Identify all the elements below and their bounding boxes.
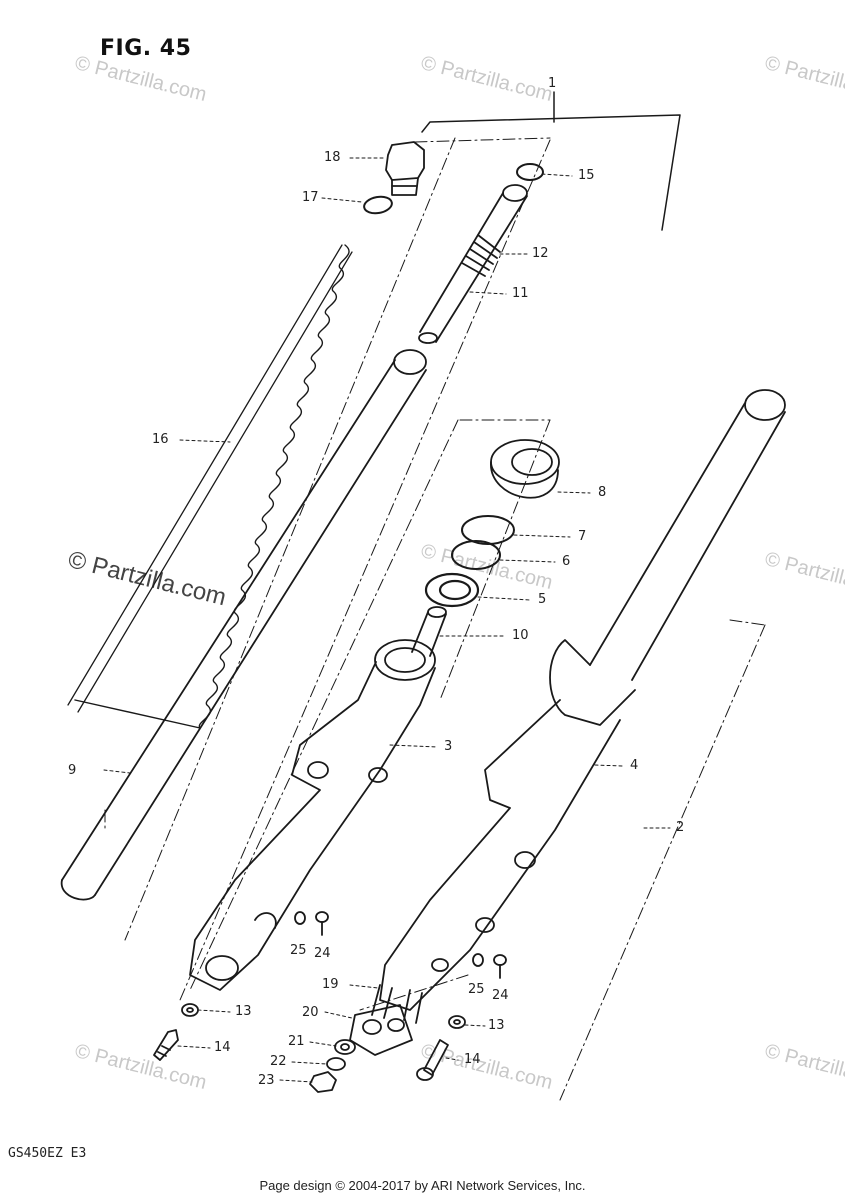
callout-5: 5 — [538, 592, 547, 607]
callout-15: 15 — [578, 168, 595, 183]
figure-title: FIG. 45 — [100, 36, 192, 61]
fork-outer-tube-right — [379, 389, 786, 1011]
callout-24-right: 24 — [492, 988, 509, 1003]
callout-21: 21 — [288, 1034, 305, 1049]
oil-lock-piece — [411, 606, 447, 657]
model-code: GS450EZ E3 — [8, 1146, 87, 1161]
oil-seal — [424, 572, 480, 608]
washer — [334, 1039, 356, 1055]
drain-washer-right — [448, 1015, 466, 1029]
callout-25-left: 25 — [290, 943, 307, 958]
callout-19: 19 — [322, 977, 339, 992]
callout-11: 11 — [512, 286, 529, 301]
callout-22: 22 — [270, 1054, 287, 1069]
callout-10: 10 — [512, 628, 529, 643]
socket-bolt-right — [416, 1039, 449, 1081]
oil-seal-spacer — [451, 540, 501, 570]
page-footer: Page design © 2004-2017 by ARI Network S… — [259, 1178, 586, 1193]
axle-nut — [309, 1071, 337, 1093]
fork-cap-bolt — [385, 141, 425, 196]
leader-lines — [103, 157, 671, 1083]
callout-14-right: 14 — [464, 1052, 481, 1067]
screw-24-left — [315, 911, 329, 936]
callout-4: 4 — [630, 758, 639, 773]
stopper-ring — [461, 515, 515, 545]
callout-17: 17 — [302, 190, 319, 205]
callout-24-left: 24 — [314, 946, 331, 961]
callout-23: 23 — [258, 1073, 275, 1088]
assembly-bracket-1 — [421, 91, 681, 231]
callout-2: 2 — [676, 820, 685, 835]
callout-13-right: 13 — [488, 1018, 505, 1033]
callout-3: 3 — [444, 739, 453, 754]
fork-outer-tube-left — [189, 639, 436, 991]
callout-9: 9 — [68, 763, 77, 778]
callout-12: 12 — [532, 246, 549, 261]
washer-25-right — [472, 953, 484, 967]
callout-14-left: 14 — [214, 1040, 231, 1055]
piston-ring — [516, 163, 544, 181]
o-ring — [363, 195, 393, 215]
damper-rod — [418, 184, 528, 344]
callout-6: 6 — [562, 554, 571, 569]
callout-20: 20 — [302, 1005, 319, 1020]
socket-bolt-left — [153, 1029, 179, 1061]
lock-washer — [326, 1057, 346, 1071]
drain-washer-left — [181, 1003, 199, 1017]
screw-24-right — [493, 954, 507, 979]
fork-spring — [74, 244, 350, 729]
axle-holder — [349, 984, 423, 1056]
washer-25-left — [294, 911, 306, 925]
callout-13-left: 13 — [235, 1004, 252, 1019]
callout-16: 16 — [152, 432, 169, 447]
callout-8: 8 — [598, 485, 607, 500]
callout-7: 7 — [578, 529, 587, 544]
callout-18: 18 — [324, 150, 341, 165]
callout-25-right: 25 — [468, 982, 485, 997]
dust-seal — [490, 439, 560, 499]
fork-inner-tube — [61, 349, 427, 901]
callout-1: 1 — [548, 76, 557, 91]
spring-coils — [67, 244, 353, 713]
